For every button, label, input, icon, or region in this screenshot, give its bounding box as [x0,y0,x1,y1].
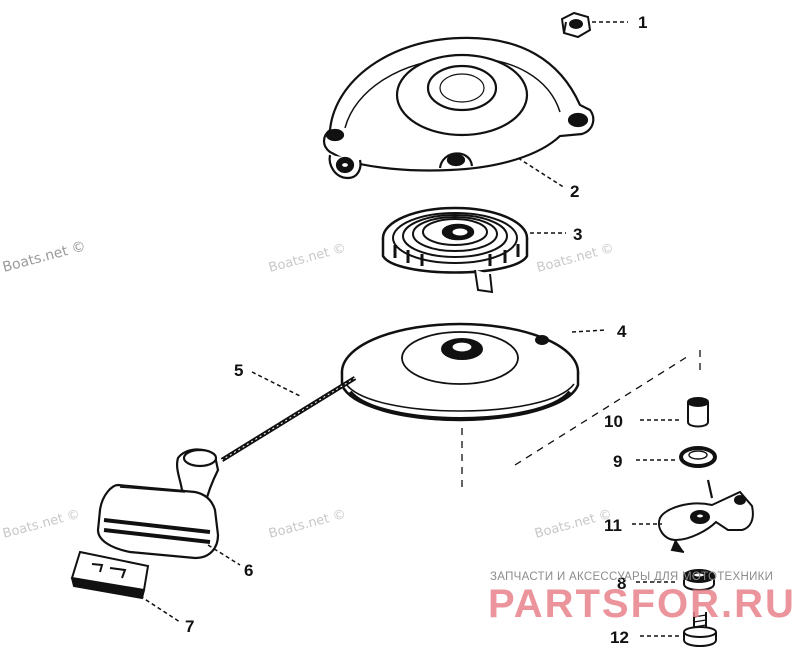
part-washer [679,446,717,468]
callout-11: 11 [604,516,622,535]
callout-4: 4 [617,322,627,341]
watermark-boats-bottom-right: Boats.net © [533,507,613,542]
part-hex-nut [560,11,592,39]
watermark-boats-right: Boats.net © [535,241,615,276]
part-pawl [658,479,754,553]
part-bushing [687,397,709,428]
callout-8: 8 [617,574,626,593]
callout-5: 5 [234,361,243,380]
brand-logo-text: PARTSFOR.RU [488,582,796,626]
watermark-boats-bottom-left: Boats.net © [1,507,81,542]
watermark-boats-bottom-center: Boats.net © [267,507,347,542]
callout-12: 12 [610,628,629,647]
callout-7: 7 [185,617,194,636]
callout-6: 6 [244,561,253,580]
part-rope-pulley [340,322,580,422]
part-starter-housing [322,36,595,180]
part-handle-insert [70,550,150,600]
part-starter-rope [220,376,357,462]
callout-9: 9 [613,452,622,471]
brand-tagline: ЗАПЧАСТИ И АКСЕССУАРЫ ДЛЯ МОТОТЕХНИКИ [490,571,773,583]
watermark-boats-center: Boats.net © [267,241,347,276]
part-spacer [683,569,715,591]
callout-10: 10 [604,412,623,431]
callout-1: 1 [638,13,647,32]
part-recoil-spring [381,206,529,294]
callout-3: 3 [573,225,582,244]
watermark-boats-left: Boats.net © [1,238,88,276]
assembly-center-axis [461,350,701,488]
part-rope-handle [96,448,220,560]
callout-2: 2 [570,182,579,201]
part-screw [683,612,717,647]
